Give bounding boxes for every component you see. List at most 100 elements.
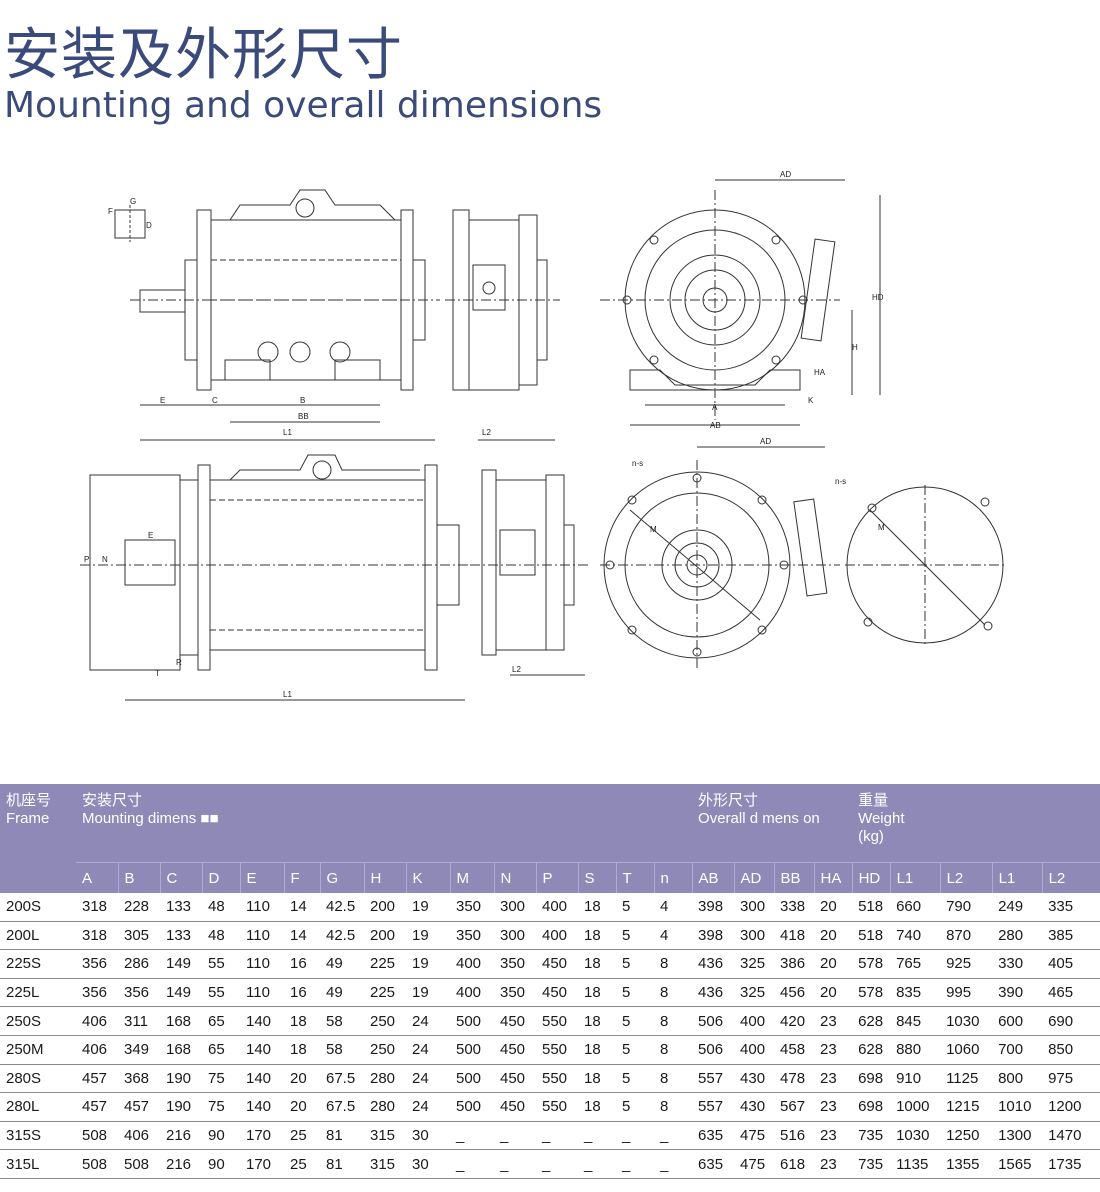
dimension-cell: 350 [450,893,494,922]
frame-cell: 250M [0,1035,76,1065]
column-header: A [76,862,118,893]
dimension-cell: _ [616,1121,654,1151]
dimension-cell: 18 [578,1092,616,1122]
dimension-cell: 133 [160,921,202,951]
dimension-cell: 1470 [1042,1121,1100,1151]
dimension-cell: 1250 [940,1121,993,1151]
dimension-cell: 18 [578,949,616,979]
dimension-cell: 5 [616,949,654,979]
dimension-cell: 24 [406,1064,450,1094]
dimension-cell: 436 [692,978,735,1008]
dimension-cell: 350 [494,978,536,1008]
dimension-cell: 450 [494,1064,536,1094]
dimension-cell: 170 [240,1121,284,1151]
column-header: H [363,862,406,893]
label-n: N [102,555,108,564]
dimension-cell: 311 [118,1006,160,1036]
dimension-cell: 280 [364,1092,406,1122]
dimension-cell: 20 [814,893,853,922]
dimension-cell: 49 [320,978,364,1008]
dimension-cell: _ [654,1149,693,1179]
frame-header-en: Frame [6,810,50,827]
dimension-cell: 18 [284,1035,320,1065]
dimension-cell: 698 [852,1064,891,1094]
label-t: T [155,669,160,678]
dimension-cell: 457 [76,1092,118,1122]
dimension-cell: 25 [284,1149,320,1179]
dimension-cell: 508 [118,1149,160,1179]
page-title-chinese: 安装及外形尺寸 [4,23,403,88]
dimension-cell: 386 [774,949,815,979]
dimension-cell: 300 [494,893,536,922]
dimension-cell: 430 [734,1092,775,1122]
column-header: D [201,862,240,893]
dimension-cell: 168 [160,1035,202,1065]
dimension-cell: 18 [578,1035,616,1065]
label-r: R [176,658,182,667]
dimension-cell: 518 [852,893,891,922]
dimension-cell: 4 [654,893,693,922]
dimension-cell: 8 [654,1035,693,1065]
dimension-cell: 1565 [992,1149,1043,1179]
dimension-cell: _ [654,1121,693,1151]
dimension-cell: 250 [364,1035,406,1065]
dimension-cell: 200 [364,921,406,951]
dimension-cell: 870 [940,921,993,951]
dimension-cell: 58 [320,1035,364,1065]
column-header: BB [773,862,815,893]
dimension-cell: 19 [406,978,450,1008]
dimension-cell: 557 [692,1064,735,1094]
dimension-cell: _ [536,1149,578,1179]
dimension-cell: 500 [450,1035,494,1065]
dimension-cell: 508 [76,1149,118,1179]
frame-header: 机座号 Frame [0,784,76,893]
dimension-cell: 249 [992,893,1043,922]
frame-cell: 225S [0,949,76,979]
dimension-cell: 338 [774,893,815,922]
dimension-cell: 349 [118,1035,160,1065]
column-header: G [319,862,364,893]
dimension-cell: 450 [494,1006,536,1036]
dimension-cell: 90 [202,1149,240,1179]
dimension-cell: 975 [1042,1064,1100,1094]
dimension-cell: 398 [692,893,735,922]
dimension-cell: 350 [494,949,536,979]
dimension-cell: 335 [1042,893,1100,922]
dimension-cell: 23 [814,1092,853,1122]
dimension-cell: 20 [814,921,853,951]
label-l1-bottom: L1 [283,690,292,699]
dimension-cell: 400 [450,949,494,979]
dimension-cell: 18 [578,893,616,922]
dimension-cell: 8 [654,949,693,979]
side-view-flange-mounted [80,454,470,701]
dimension-cell: 400 [536,893,578,922]
dimension-cell: 5 [616,1092,654,1122]
dimension-cell: 835 [890,978,941,1008]
column-header: C [159,862,202,893]
dimension-cell: 4 [654,921,693,951]
dimension-cell: 1135 [890,1149,941,1179]
dimension-cell: 75 [202,1064,240,1094]
dimensions-table-container: 机座号 Frame 安装尺寸 Mounting dimens ■■ 外形尺寸 O… [0,784,1100,1179]
dimension-cell: 8 [654,1092,693,1122]
dimension-cell: 24 [406,1092,450,1122]
dimension-cell: 55 [202,949,240,979]
dimension-cell: 23 [814,1121,853,1151]
column-header: B [117,862,160,893]
dimension-cell: 20 [814,949,853,979]
dimension-cell: 25 [284,1121,320,1151]
dimension-cell: 325 [734,978,775,1008]
dimension-cell: 300 [734,921,775,951]
dimension-cell: 420 [774,1006,815,1036]
dimension-cell: 190 [160,1092,202,1122]
label-hd: HD [872,293,884,302]
column-header: M [449,862,494,893]
column-header: HD [851,862,891,893]
dimension-drawing: AD HD H A AB K HA E C B BB L1 L2 G F D E… [80,170,1005,701]
dimension-cell: 600 [992,1006,1043,1036]
dimension-cell: 325 [734,949,775,979]
